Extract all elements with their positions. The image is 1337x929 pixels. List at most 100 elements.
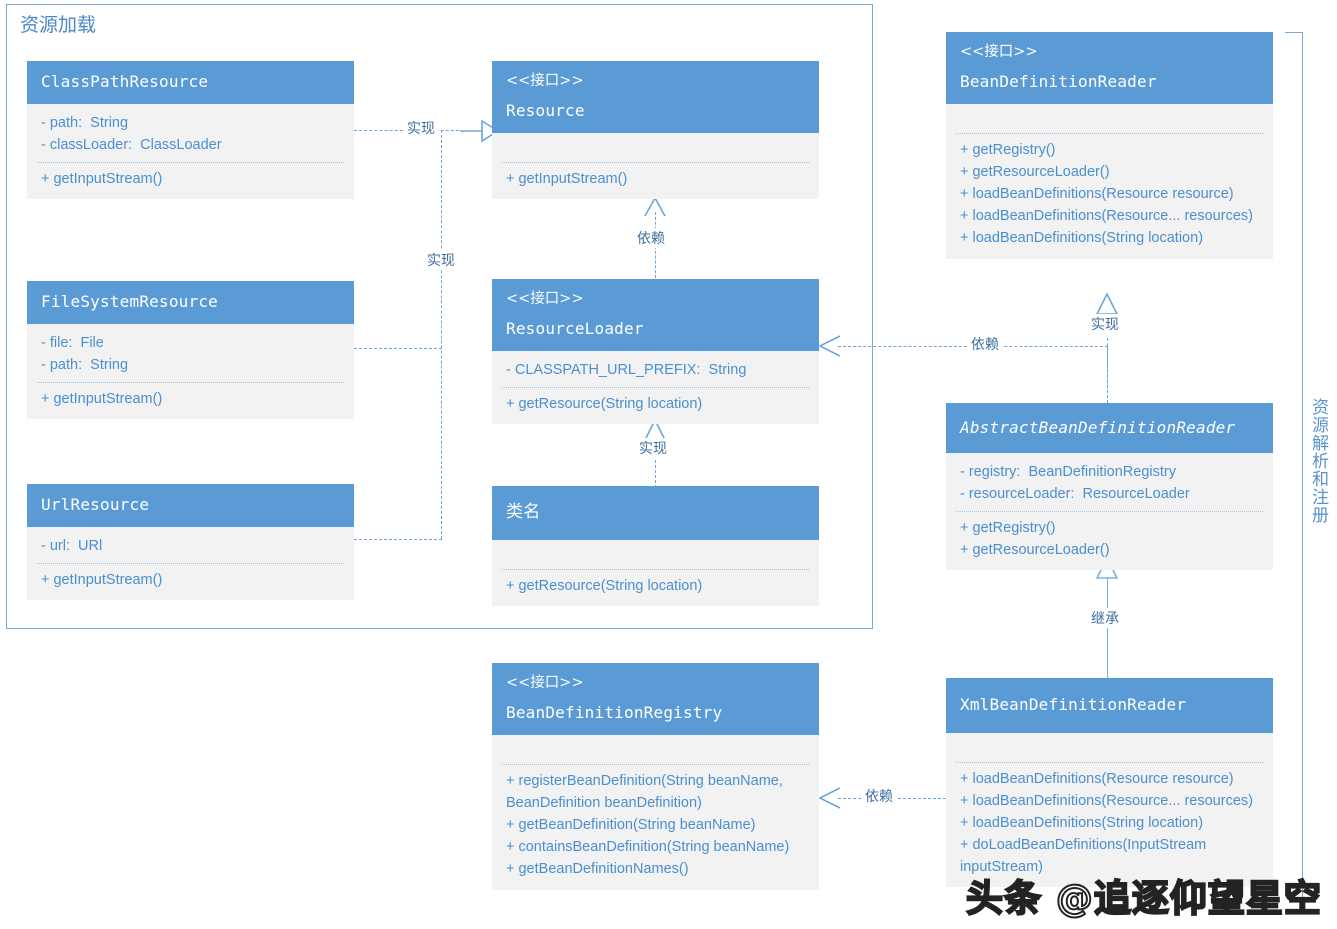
operation-row: + getInputStream() — [41, 572, 163, 589]
divider — [502, 162, 809, 164]
stereotype-label: <<接口>> — [506, 73, 584, 89]
class-name: BeanDefinitionReader — [960, 72, 1157, 92]
class-box-url-resource[interactable]: UrlResource - url: URl + getInputStream(… — [27, 484, 354, 601]
operation-row: + registerBeanDefinition(String beanName… — [506, 773, 787, 812]
class-operations: + getInputStream() — [27, 564, 354, 597]
divider — [37, 382, 344, 384]
connector-label-dep-registry: 依赖 — [862, 786, 896, 806]
connector-label-impl-reader: 实现 — [1088, 314, 1122, 334]
class-name: FileSystemResource — [41, 292, 218, 311]
attribute-row: - registry: BeanDefinitionRegistry — [960, 464, 1176, 481]
class-name: ClassPathResource — [41, 72, 209, 91]
attribute-row: - resourceLoader: ResourceLoader — [960, 486, 1190, 503]
class-header-url-resource: UrlResource — [27, 484, 354, 528]
class-box-xml-bean-definition-reader[interactable]: XmlBeanDefinitionReader + loadBeanDefini… — [946, 678, 1273, 888]
operation-row: + loadBeanDefinitions(Resource... resour… — [960, 208, 1253, 225]
class-header-bean-definition-registry: <<接口>> BeanDefinitionRegistry — [492, 663, 819, 736]
divider — [956, 762, 1263, 764]
operation-row: + getResourceLoader() — [960, 542, 1110, 559]
class-operations: + getInputStream() — [492, 163, 819, 196]
arrowhead-open-registry-dep — [818, 787, 841, 809]
class-name: BeanDefinitionRegistry — [506, 703, 723, 723]
class-name: AbstractBeanDefinitionReader — [960, 418, 1236, 437]
connector-label-dep-resourceloader: 依赖 — [968, 334, 1002, 354]
class-body: + loadBeanDefinitions(Resource resource)… — [946, 733, 1273, 888]
operation-row: + loadBeanDefinitions(Resource resource) — [960, 186, 1234, 203]
class-body: + getInputStream() — [492, 133, 819, 200]
class-attributes: - path: String - classLoader: ClassLoade… — [27, 107, 354, 162]
class-body: + getRegistry() + getResourceLoader() + … — [946, 104, 1273, 259]
class-header-resource: <<接口>> Resource — [492, 61, 819, 134]
operation-row: + loadBeanDefinitions(Resource... resour… — [960, 793, 1253, 810]
attribute-row: - url: URl — [41, 538, 103, 555]
class-operations: + loadBeanDefinitions(Resource resource)… — [946, 763, 1273, 884]
class-header-abstract-bean-definition-reader: AbstractBeanDefinitionReader — [946, 403, 1273, 454]
class-body: + registerBeanDefinition(String beanName… — [492, 735, 819, 890]
operation-row: + getInputStream() — [41, 391, 163, 408]
class-operations: + getRegistry() + getResourceLoader() + … — [946, 134, 1273, 255]
attribute-row: - path: String — [41, 115, 129, 132]
operation-row: + doLoadBeanDefinitions(InputStream inpu… — [960, 837, 1211, 876]
class-box-file-system-resource[interactable]: FileSystemResource - file: File - path: … — [27, 281, 354, 420]
attribute-row: - classLoader: ClassLoader — [41, 137, 222, 154]
operation-row: + loadBeanDefinitions(String location) — [960, 230, 1204, 247]
operation-row: + getResource(String location) — [506, 577, 703, 594]
class-name: XmlBeanDefinitionReader — [960, 695, 1187, 714]
stereotype-label: <<接口>> — [506, 291, 584, 307]
class-header-bean-definition-reader: <<接口>> BeanDefinitionReader — [946, 32, 1273, 105]
class-header-class-name: 类名 — [492, 486, 819, 540]
class-attributes: - CLASSPATH_URL_PREFIX: String — [492, 354, 819, 387]
class-attributes — [492, 543, 819, 569]
class-box-abstract-bean-definition-reader[interactable]: AbstractBeanDefinitionReader - registry:… — [946, 403, 1273, 571]
class-body: - registry: BeanDefinitionRegistry - res… — [946, 453, 1273, 571]
class-operations: + getInputStream() — [27, 383, 354, 416]
divider — [956, 133, 1263, 135]
connector-impl-classname-resourceloader — [655, 460, 656, 488]
class-box-resource-loader[interactable]: <<接口>> ResourceLoader - CLASSPATH_URL_PR… — [492, 279, 819, 425]
class-operations: + getResource(String location) — [492, 570, 819, 603]
class-box-bean-definition-registry[interactable]: <<接口>> BeanDefinitionRegistry + register… — [492, 663, 819, 890]
operation-row: + getResourceLoader() — [960, 164, 1110, 181]
divider — [956, 511, 1263, 513]
divider — [502, 568, 809, 570]
operation-row: + getBeanDefinition(String beanName) — [506, 817, 756, 834]
class-body: - url: URl + getInputStream() — [27, 527, 354, 601]
class-body: - CLASSPATH_URL_PREFIX: String + getReso… — [492, 351, 819, 425]
class-box-class-name[interactable]: 类名 + getResource(String location) — [492, 486, 819, 606]
class-operations: + getResource(String location) — [492, 388, 819, 421]
arrowhead-hollow-triangle-resource — [460, 119, 500, 143]
connector-impl-filesystem-resource — [354, 348, 442, 349]
group-frame-resource-loading — [6, 4, 873, 629]
connector-label-impl-resource-2: 实现 — [424, 250, 458, 270]
class-box-bean-definition-reader[interactable]: <<接口>> BeanDefinitionReader + getRegistr… — [946, 32, 1273, 259]
operation-row: + getBeanDefinitionNames() — [506, 861, 689, 878]
class-header-resource-loader: <<接口>> ResourceLoader — [492, 279, 819, 352]
connector-inherit-xmlreader-abstractreader — [1107, 578, 1108, 678]
operation-row: + getRegistry() — [960, 142, 1056, 159]
operation-row: + getResource(String location) — [506, 396, 703, 413]
class-operations: + getRegistry() + getResourceLoader() — [946, 512, 1273, 567]
class-operations: + registerBeanDefinition(String beanName… — [492, 765, 819, 886]
divider — [37, 563, 344, 565]
class-attributes — [946, 107, 1273, 133]
connector-label-impl-resource: 实现 — [404, 118, 438, 138]
divider — [37, 162, 344, 164]
class-header-file-system-resource: FileSystemResource — [27, 281, 354, 325]
class-box-class-path-resource[interactable]: ClassPathResource - path: String - class… — [27, 61, 354, 200]
connector-impl-url-resource — [354, 539, 442, 540]
class-attributes: - file: File - path: String — [27, 327, 354, 382]
class-name: 类名 — [506, 502, 541, 522]
class-name: Resource — [506, 101, 585, 121]
operation-row: + containsBeanDefinition(String beanName… — [506, 839, 790, 856]
divider — [502, 387, 809, 389]
class-header-xml-bean-definition-reader: XmlBeanDefinitionReader — [946, 678, 1273, 734]
class-box-resource[interactable]: <<接口>> Resource + getInputStream() — [492, 61, 819, 200]
class-attributes: - registry: BeanDefinitionRegistry - res… — [946, 456, 1273, 511]
operation-row: + getRegistry() — [960, 520, 1056, 537]
arrowhead-open-resourceloader-dep — [818, 335, 841, 357]
class-attributes — [492, 738, 819, 764]
group-title-resource-loading: 资源加载 — [20, 14, 97, 36]
connector-label-impl-resourceloader: 实现 — [636, 438, 670, 458]
class-attributes — [492, 136, 819, 162]
